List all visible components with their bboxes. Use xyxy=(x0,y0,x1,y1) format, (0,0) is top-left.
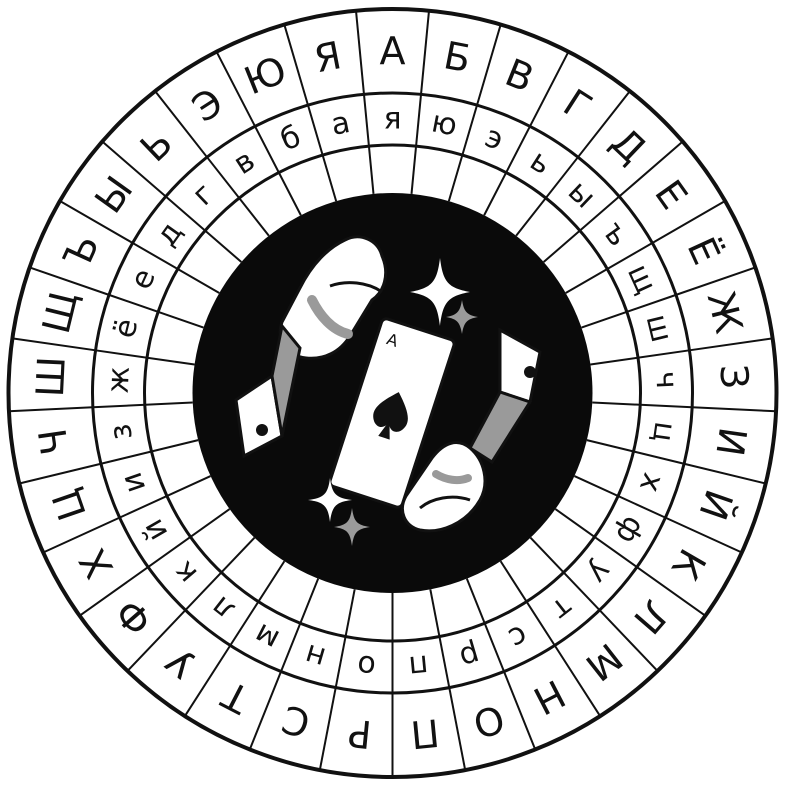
outer-letter: А xyxy=(380,29,406,73)
inner-letter: ч xyxy=(648,370,684,389)
inner-letter: п xyxy=(407,647,430,684)
outer-letter: Ш xyxy=(28,355,74,398)
inner-letter: о xyxy=(356,647,378,684)
inner-letter: ж xyxy=(101,366,137,395)
outer-letter: З xyxy=(712,364,757,390)
outer-letter: Р xyxy=(346,710,373,756)
outer-letter: П xyxy=(409,710,442,757)
inner-letter: я xyxy=(383,102,401,137)
